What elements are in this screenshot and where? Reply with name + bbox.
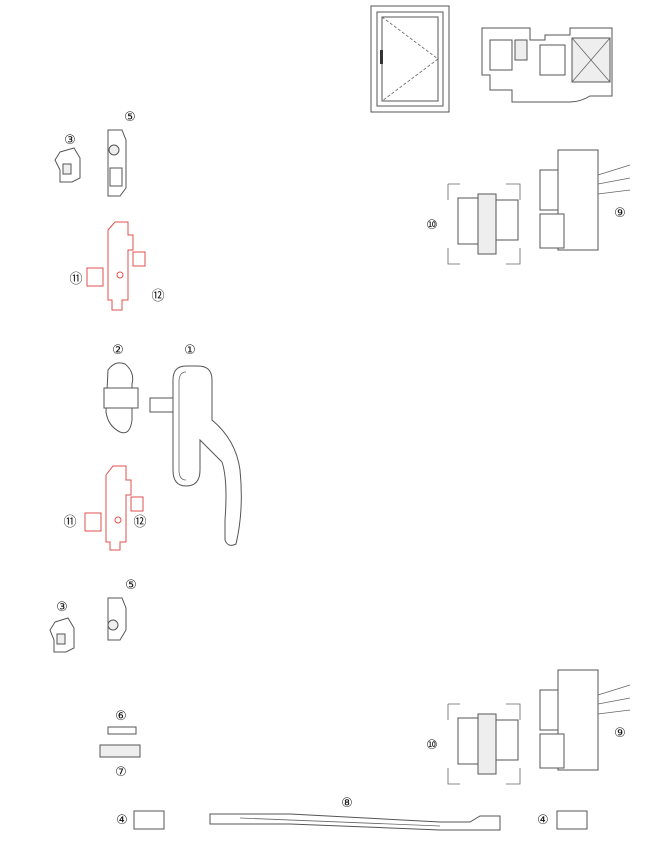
label-handle-base: ② — [112, 343, 124, 358]
end-cap-right-shape — [556, 810, 588, 830]
label-end-cap-left: ④ — [116, 813, 128, 828]
hinge-group-top — [447, 149, 631, 265]
red-keeper-top — [86, 221, 146, 311]
label-part-6: ⑥ — [115, 709, 127, 724]
label-lock-bottom: ⑤ — [125, 578, 137, 593]
label-hinge-sash-top: ⑨ — [614, 206, 626, 221]
handle-part — [149, 365, 242, 546]
label-keeper-bottom: ③ — [56, 600, 68, 615]
keeper-top-part — [54, 147, 81, 183]
label-lock-top: ⑤ — [124, 110, 136, 125]
part-7-shape — [99, 744, 141, 758]
label-hinge-frame-bottom: ⑩ — [426, 738, 438, 753]
profile-section — [481, 27, 613, 103]
handle-base-part — [103, 362, 139, 434]
label-keeper-top: ③ — [64, 133, 76, 148]
keeper-bottom-part — [49, 617, 75, 653]
lock-top-part — [107, 129, 127, 197]
label-red-block-top: ⑫ — [151, 289, 165, 304]
end-cap-left-shape — [133, 810, 165, 830]
part-6-shape — [107, 726, 137, 735]
label-part-7: ⑦ — [115, 765, 127, 780]
label-stay-arm: ⑧ — [341, 796, 353, 811]
window-elevation — [370, 5, 450, 113]
label-red-block-mid: ⑫ — [133, 515, 147, 530]
label-red-keeper-top: ⑪ — [69, 272, 83, 287]
label-handle: ① — [184, 343, 196, 358]
label-end-cap-right: ④ — [537, 813, 549, 828]
lock-bottom-part — [107, 597, 127, 641]
hinge-group-bottom — [447, 669, 631, 785]
label-red-keeper-mid: ⑪ — [63, 515, 77, 530]
label-hinge-sash-bottom: ⑨ — [614, 726, 626, 741]
stay-arm-shape — [209, 813, 501, 831]
label-hinge-frame-top: ⑩ — [426, 218, 438, 233]
red-keeper-mid — [84, 465, 144, 551]
